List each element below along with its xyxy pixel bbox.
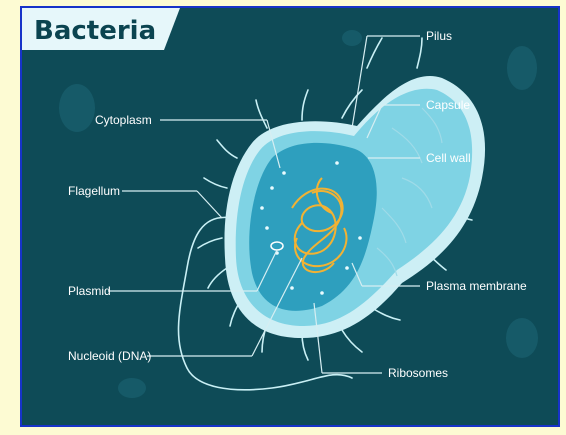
- label-ribosomes: Ribosomes: [388, 366, 448, 380]
- label-cytoplasm: Cytoplasm: [95, 113, 152, 127]
- bacteria-diagram: Bacteria: [22, 8, 558, 425]
- label-plasma-membrane: Plasma membrane: [426, 279, 527, 293]
- diagram-title: Bacteria: [34, 16, 156, 46]
- label-pilus: Pilus: [426, 29, 452, 43]
- label-flagellum: Flagellum: [68, 184, 120, 198]
- label-nucleoid: Nucleoid (DNA): [68, 349, 151, 363]
- label-cell-wall: Cell wall: [426, 151, 471, 165]
- label-plasmid: Plasmid: [68, 284, 111, 298]
- label-capsule: Capsule: [426, 98, 470, 112]
- bacteria-diagram-frame: Bacteria: [20, 6, 560, 427]
